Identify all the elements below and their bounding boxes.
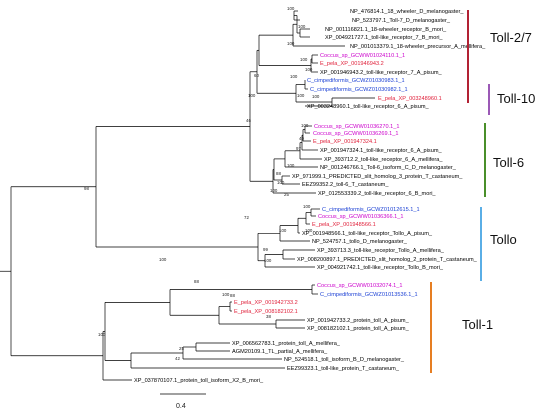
bootstrap-value: 46 [246,118,251,123]
bootstrap-value: 72 [244,215,249,220]
leaf-label: XP_393713.3_toll-like_receptor_Tollo_A_m… [317,248,445,254]
clade-label: Toll-10 [497,91,535,106]
bootstrap-value: 100 [305,228,313,233]
leaf-label: NP_524518.1_toll_isoform_B_D_melanogaste… [284,357,405,363]
bootstrap-value: 100 [287,6,295,11]
bootstrap-value: 100 [277,180,285,185]
bootstrap-value: 100 [248,93,256,98]
bootstrap-value: 88 [194,279,199,284]
leaf-label: XP_001947324.1_toll-like_receptor_6_A_pi… [320,148,442,154]
bootstrap-labels: 100 100 100 100 100 100 100 60 100 100 46 100 40 97 10… [84,6,320,361]
leaf-label: C_cimpediformis_GCWZ01030982.1_1 [310,87,408,93]
leaf-label: E_pela_XP_001946943.2 [320,61,384,67]
bootstrap-value: 100 [300,57,308,62]
bootstrap-value: 100 [159,257,167,262]
leaf-label: XP_004921727.1_toll-like_receptor_7_B_mo… [325,35,443,41]
leaf-label: Coccus_sp_GCWW01024110.1_1 [320,53,405,59]
leaf-label: XP_037870107.1_protein_toll_isoform_X2_B… [134,378,264,384]
bootstrap-value: 99 [263,247,268,252]
bootstrap-value: 100 [297,93,305,98]
bootstrap-value: 100 [222,292,230,297]
leaf-label: XP_012553339.2_toll-like_receptor_6_B_mo… [318,191,436,197]
leaf-label: XP_001946943.2_toll-like_receptor_7_A_pi… [320,70,442,76]
leaf-label: XP_001942733.2_protein_toll_A_pisum_ [307,318,410,324]
bootstrap-value: 100 [287,41,295,46]
leaf-label: NP_524757.1_tollo_D_melanogaster_ [312,239,408,245]
leaf-label: E_pela_XP_003248960.1 [378,96,442,102]
leaf-label: C_cimpediformis_GCWZ01012615.1_1 [322,207,420,213]
bootstrap-value: 25 [284,192,289,197]
leaf-label: EEZ99352.2_toll-6_T_castaneum_ [302,182,389,188]
leaf-label: Coccus_sp_GCWW01036269.1_1 [313,131,399,137]
leaf-label: XP_971999.1_PREDICTED_slit_homolog_3_pro… [292,174,463,180]
clade-label: Tollo [490,232,517,247]
bootstrap-value: 40 [299,136,304,141]
bootstrap-value: 97 [296,146,301,151]
leaf-label: NP_001116821.1_18-wheeler_receptor_B_mor… [325,27,447,33]
leaf-label: XP_003248960.1_toll-like_receptor_6_A_pi… [307,104,429,110]
leaf-label: NP_476814.1_18_wheeler_D_melanogaster_ [350,9,464,15]
bootstrap-value: 42 [175,356,180,361]
clade-label: Toll-6 [493,155,524,170]
leaf-label: XP_393712.2_toll-like_receptor_6_A_melli… [324,157,443,163]
bootstrap-value: 100 [305,67,313,72]
bootstrap-value: 98 [84,186,89,191]
bootstrap-value: 88 [276,171,281,176]
bootstrap-value: 60 [254,73,259,78]
leaf-label: XP_008200897.1_PREDICTED_slit_homolog_2_… [297,257,478,263]
bootstrap-value: 88 [230,293,235,298]
bootstrap-value: 100 [298,24,306,29]
bootstrap-value: 100 [264,258,272,263]
bootstrap-value: 100 [98,332,106,337]
leaf-label: AGM20109.1_TL_partial_A_mellifera_ [232,349,328,355]
leaf-label: Coccus_sp_GCWW01036270.1_1 [314,124,400,130]
leaf-label: C_cimpediformis_GCWZ01030983.1_1 [307,78,405,84]
leaf-label: E_pela_XP_001947324.1 [313,139,377,145]
bootstrap-value: 100 [290,74,298,79]
leaf-label: Coccus_sp_GCWW01032074.1_1 [317,283,403,289]
bootstrap-value: 38 [266,314,271,319]
leaf-label: C_cimpediformis_GCWZ01013536.1_1 [320,292,418,298]
clade-label: Toll-2/7 [490,30,532,45]
bootstrap-value: 100 [270,188,278,193]
leaf-label: NP_001246766.1_Toll-6_isoform_C_D_melano… [320,165,457,171]
leaf-label: E_pela_XP_001948566.1 [312,222,376,228]
scale-bar-label: 0.4 [176,403,186,410]
bootstrap-value: 100 [279,228,287,233]
leaf-label: Coccus_sp_GCWW01036366.1_1 [318,214,404,220]
leaf-label: E_pela_XP_001942733.2 [234,300,298,306]
bootstrap-value: 25 [179,346,184,351]
bootstrap-value: 100 [301,123,309,128]
bootstrap-value: 100 [303,204,311,209]
bootstrap-value: 100 [312,94,320,99]
bootstrap-value: 100 [287,163,295,168]
leaf-label: XP_001948566.1_toll-like_receptor_Tollo_… [302,231,433,237]
leaf-label: XP_008182102.1_protein_toll_A_pisum_ [307,326,410,332]
leaf-label: E_pela_XP_008182102.1 [234,309,298,315]
leaf-label: XP_004921742.1_toll-like_receptor_Tollo_… [317,265,444,271]
tree-branches [0,10,375,381]
leaf-label: XP_006562783.1_protein_toll_A_mellifera_ [232,341,341,347]
leaf-label: EEZ99323.1_toll-like_protein_T_castaneum… [287,366,400,372]
clade-label: Toll-1 [462,317,493,332]
leaf-label: NP_523797.1_Toll-7_D_melanogaster_ [352,18,451,24]
scale-bar: 0.4 [160,393,206,410]
leaf-labels: NP_476814.1_18_wheeler_D_melanogaster_ NP… [134,9,486,384]
leaf-label: NP_001013379.1_18-wheeler_precursor_A_me… [350,44,486,50]
